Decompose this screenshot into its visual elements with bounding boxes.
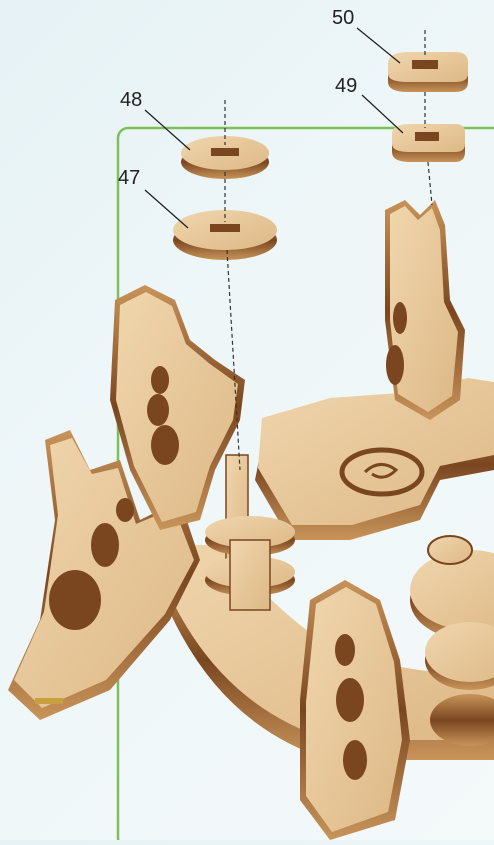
- callout-47: 47: [118, 168, 140, 188]
- part-49-block: [392, 124, 465, 162]
- hub-arm: [255, 378, 494, 540]
- front-right-tower: [300, 580, 410, 840]
- callout-48: 48: [120, 90, 142, 110]
- callout-50: 50: [332, 8, 354, 28]
- part-50-block: [388, 52, 468, 92]
- right-rear-tower: [385, 200, 465, 420]
- callout-49: 49: [335, 76, 357, 96]
